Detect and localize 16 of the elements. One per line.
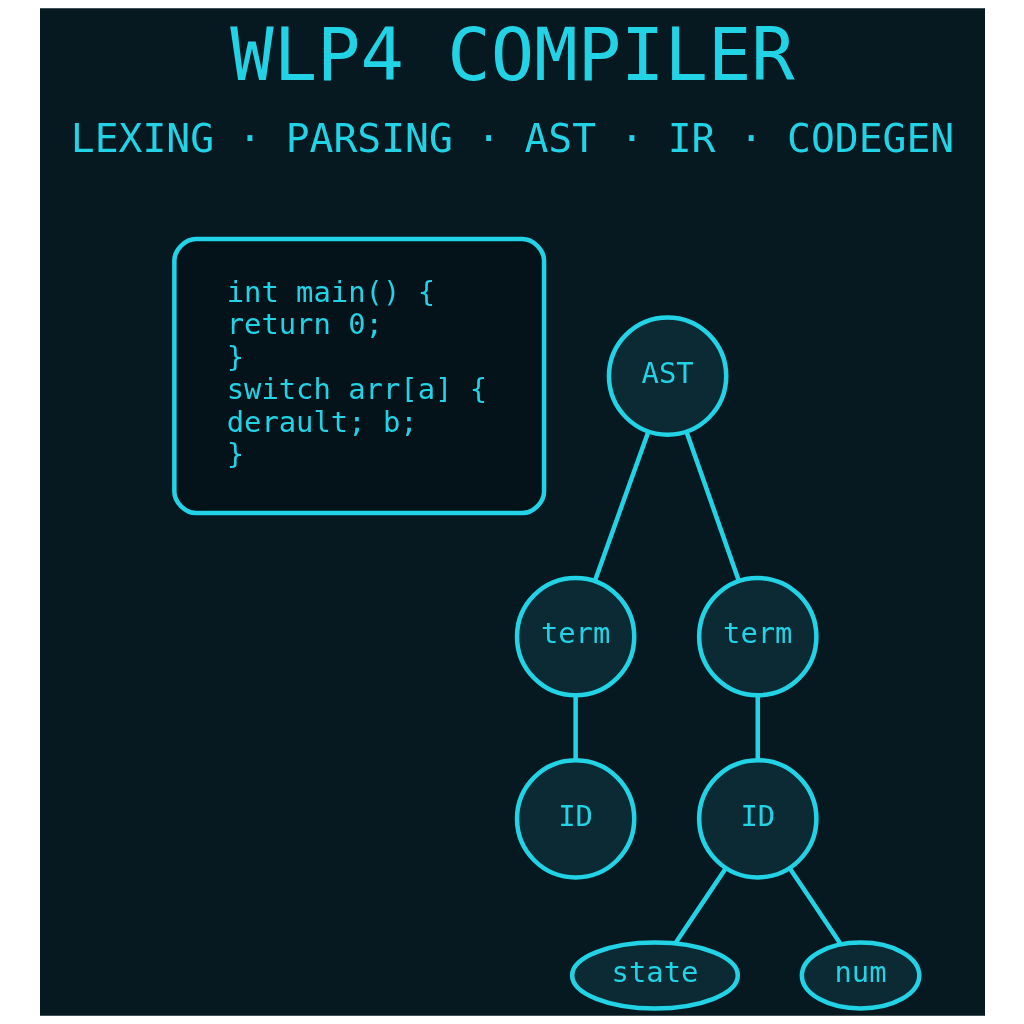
node-circle: ID <box>696 757 819 880</box>
label: LEXING · PARSING · AST · IR · CODEGEN <box>70 114 954 161</box>
node-box: int main() { return 0; } switch arr[a] { derault; b; } <box>171 236 546 516</box>
node-circle: term <box>514 575 636 698</box>
node-ellipse: num <box>799 940 921 1011</box>
connector <box>755 695 760 760</box>
diagram-title: WLP4 COMPILER <box>229 13 795 98</box>
node-circle: term <box>696 575 819 698</box>
node-circle: AST <box>606 315 728 437</box>
connector <box>572 695 578 760</box>
connector <box>683 430 741 582</box>
node-circle: ID <box>514 757 636 880</box>
connector <box>787 866 842 946</box>
node-ellipse: state <box>569 940 740 1011</box>
connector <box>592 430 650 582</box>
connector <box>673 866 728 945</box>
